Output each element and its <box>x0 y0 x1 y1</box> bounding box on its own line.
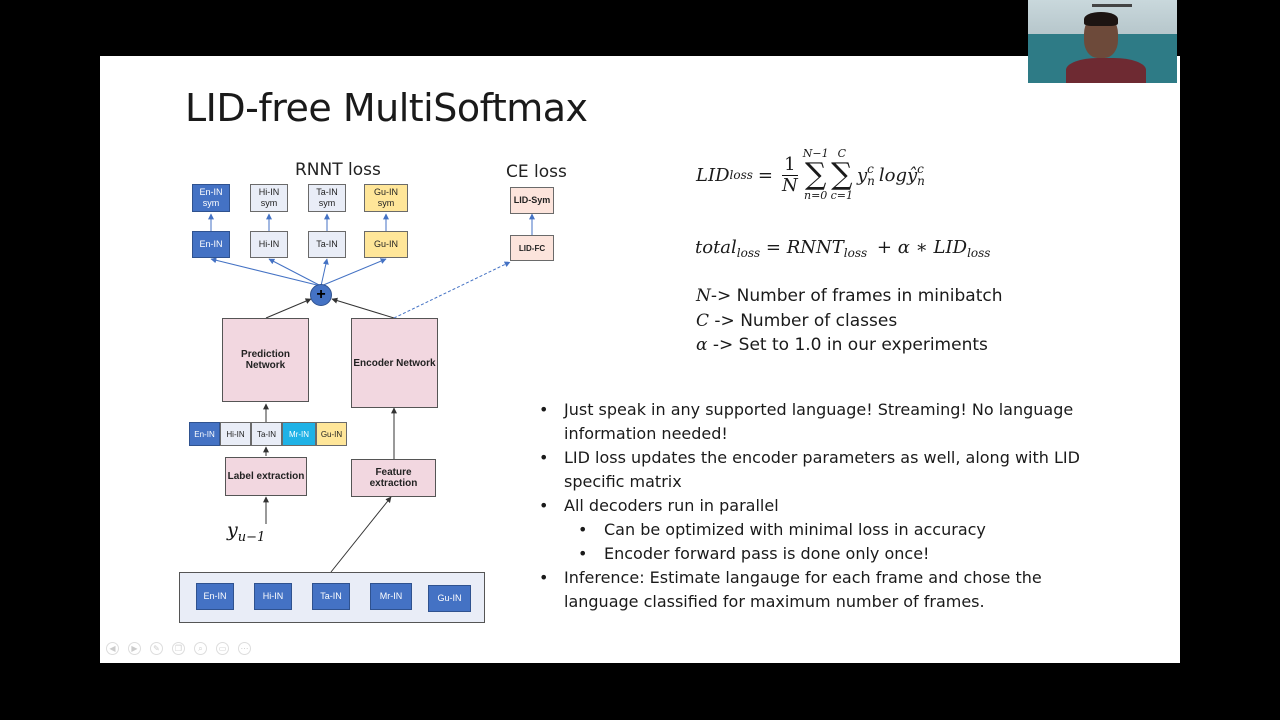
presenter-body <box>1066 58 1146 83</box>
sym-box-en: En-IN sym <box>192 184 230 212</box>
label-strip-mr: Mr-IN <box>282 422 316 446</box>
prev-icon[interactable]: ◀ <box>106 642 119 655</box>
encoder-network-box: Encoder Network <box>351 318 438 408</box>
sum-node: + <box>310 284 332 306</box>
prediction-network-box: Prediction Network <box>222 318 309 402</box>
definition-c: C -> Number of classes <box>696 310 898 331</box>
presenter-hair <box>1084 12 1118 26</box>
webcam-video <box>1028 0 1177 83</box>
bullet-item: LID loss updates the encoder parameters … <box>536 446 1116 494</box>
slide-title: LID-free MultiSoftmax <box>185 86 588 130</box>
next-icon[interactable]: ▶ <box>128 642 141 655</box>
sub-bullet-item: Can be optimized with minimal loss in ac… <box>536 518 1116 542</box>
lang-box-hi: Hi-IN <box>250 231 288 258</box>
lang-box-ta: Ta-IN <box>308 231 346 258</box>
lid-sym-box: LID-Sym <box>510 187 554 214</box>
lid-fc-box: LID-FC <box>510 235 554 261</box>
label-strip-gu: Gu-IN <box>316 422 347 446</box>
slide: LID-free MultiSoftmax <box>100 56 1180 663</box>
copy-icon[interactable]: ❐ <box>172 642 185 655</box>
sub-bullet-item: Encoder forward pass is done only once! <box>536 542 1116 566</box>
sym-box-ta: Ta-IN sym <box>308 184 346 212</box>
input-lang-hi: Hi-IN <box>254 583 292 610</box>
bullet-item: All decoders run in parallel <box>536 494 1116 518</box>
bullet-item: Just speak in any supported language! St… <box>536 398 1116 446</box>
sym-box-hi: Hi-IN sym <box>250 184 288 212</box>
definition-n: N-> Number of frames in minibatch <box>696 286 1003 306</box>
feature-extraction-box: Feature extraction <box>351 459 436 497</box>
y-u-minus-1-label: yu−1 <box>227 519 266 545</box>
ceiling-fan <box>1092 4 1132 7</box>
bullet-list: Just speak in any supported language! St… <box>536 398 1116 614</box>
pen-icon[interactable]: ✎ <box>150 642 163 655</box>
input-lang-mr: Mr-IN <box>370 583 412 610</box>
diagram-connectors <box>208 213 535 573</box>
input-lang-en: En-IN <box>196 583 234 610</box>
slideshow-toolbar: ◀ ▶ ✎ ❐ ⌕ ▭ ⋯ <box>106 642 251 655</box>
bullet-item: Inference: Estimate langauge for each fr… <box>536 566 1116 614</box>
input-lang-ta: Ta-IN <box>312 583 350 610</box>
rnnt-loss-header: RNNT loss <box>295 160 381 180</box>
lang-box-gu: Gu-IN <box>364 231 408 258</box>
definition-alpha: α -> Set to 1.0 in our experiments <box>696 335 988 355</box>
more-icon[interactable]: ⋯ <box>238 642 251 655</box>
ce-loss-header: CE loss <box>506 162 567 182</box>
zoom-icon[interactable]: ⌕ <box>194 642 207 655</box>
sym-box-gu: Gu-IN sym <box>364 184 408 212</box>
lang-box-en: En-IN <box>192 231 230 258</box>
input-lang-gu: Gu-IN <box>428 585 471 612</box>
label-strip-hi: Hi-IN <box>220 422 251 446</box>
symbol-definitions: N-> Number of frames in minibatch C -> N… <box>696 284 1003 358</box>
total-loss-equation: totalloss = RNNTloss + α ∗ LIDloss <box>695 237 991 260</box>
subtitle-icon[interactable]: ▭ <box>216 642 229 655</box>
label-strip-en: En-IN <box>189 422 220 446</box>
label-extraction-box: Label extraction <box>225 457 307 496</box>
label-strip-ta: Ta-IN <box>251 422 282 446</box>
